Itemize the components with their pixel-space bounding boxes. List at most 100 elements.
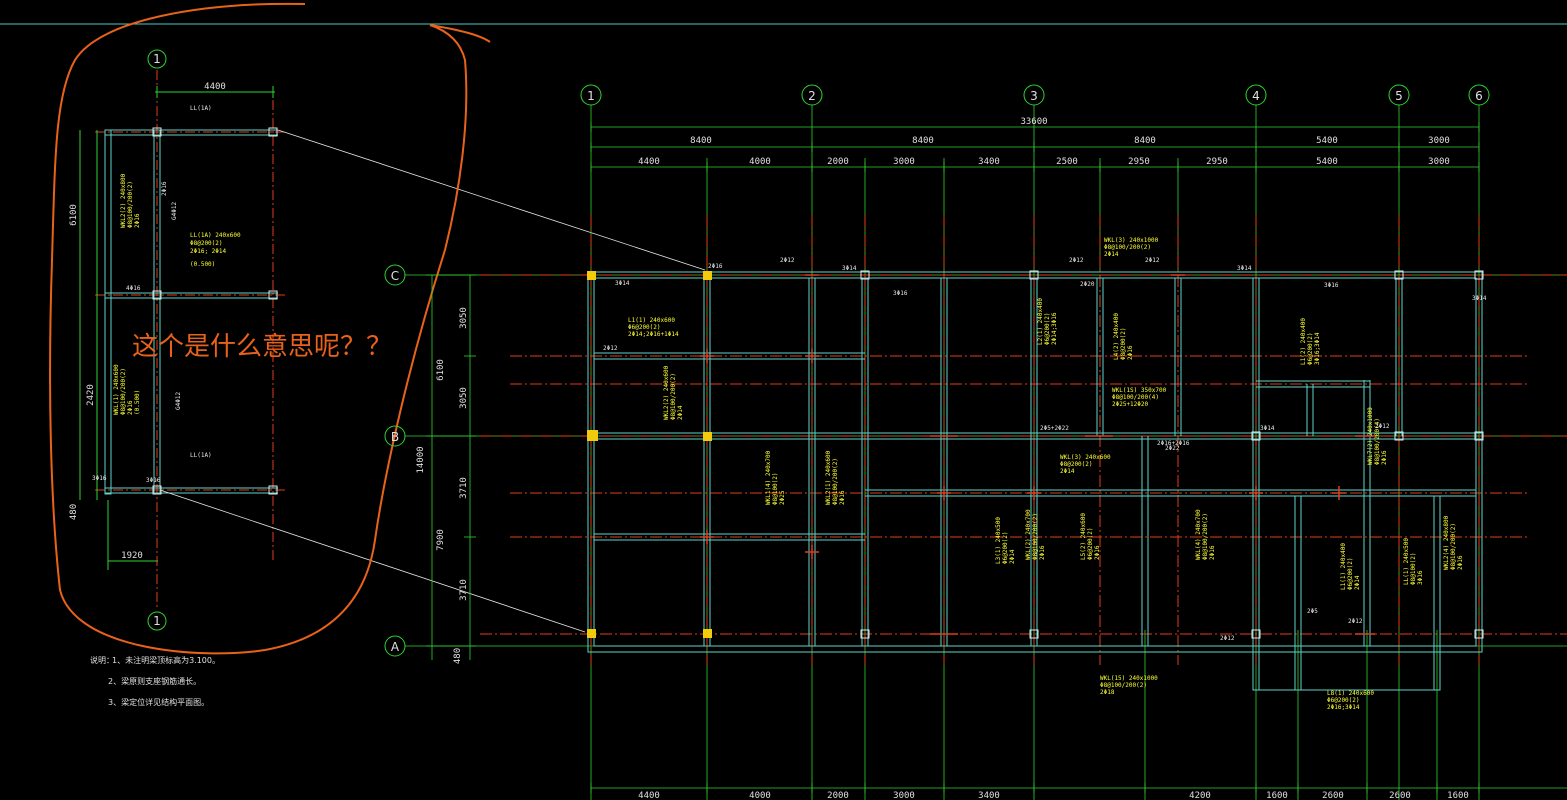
detail-label-ll1a-bottom: LL(1A) — [190, 452, 212, 459]
beam-label-3-line-3: 2Φ14 — [1104, 251, 1119, 258]
beam-label-17-line-3: 2Φ18 — [1100, 689, 1115, 696]
beam-label-12-line-3: 2Φ16 — [1039, 545, 1046, 560]
beam-label-5-line-2: Φ8@200(2) — [1120, 327, 1127, 360]
detail-label-wkl1: WKL(1) 240x600 Φ8@100/200(2) 2Φ16 (0.500… — [113, 364, 141, 415]
dim-minor-10: 3000 — [1428, 157, 1450, 167]
dim-minor-4: 3000 — [893, 157, 915, 167]
beam-label-14-line-1: WKL(4) 240x700 — [1195, 509, 1202, 560]
plan-col-axis-4: 4 — [1245, 84, 1267, 106]
detail-dim-left-total: 6100 — [69, 204, 79, 226]
outer-frame — [587, 271, 1483, 653]
plan-col-axis-2: 2 — [801, 84, 823, 106]
small-label-7: 3Φ14 — [1472, 295, 1487, 302]
col-axis-label-1: 1 — [587, 89, 595, 103]
detail-ll1a-line2: Φ8@200(2) — [190, 240, 223, 247]
detail-dim-bottom: 1920 — [121, 551, 143, 561]
plan-grid-horizontal — [405, 126, 1567, 789]
dim-bottom-2: 4000 — [749, 791, 771, 800]
beam-label-20-line-1: L1(1) 240x400 — [1340, 543, 1347, 590]
detail-wkl2-line2: Φ8@100/200(2) — [127, 181, 134, 228]
plan-row-axis-B: B — [384, 425, 406, 447]
rebar-mark-7 — [1249, 486, 1263, 500]
beam-label-4-line-1: L2(1) 240x400 — [1037, 298, 1044, 345]
detail-wkl1-line3: 2Φ16 — [127, 400, 134, 415]
col-axis-bubble-2 — [801, 84, 823, 106]
beam-label-7-line-1: WKL(1S) 350x700 — [1112, 387, 1167, 394]
beam-label-17-line-2: Φ8@100/200(2) — [1100, 682, 1147, 689]
beam-label-9-line-1: WKL1(4) 240x700 — [765, 450, 772, 505]
col-axis-label-2: 2 — [808, 89, 816, 103]
detail-col-2 — [268, 290, 278, 300]
dim-left-outer-2: 14000 — [416, 446, 426, 473]
plan-col-axis-1: 1 — [580, 84, 602, 106]
detail-col-4 — [152, 127, 162, 137]
row-axis-bubble-B — [384, 425, 406, 447]
beam-label-7-line-2: Φ8@100/200(4) — [1112, 394, 1159, 401]
row-axis-bubble-C — [384, 264, 406, 286]
detail-dim-left-small: 480 — [69, 504, 79, 520]
dim-bottom-4: 3000 — [893, 791, 915, 800]
detail-ll1a-line4: (0.500) — [190, 261, 215, 268]
detail-label-wkl2: WKL2(2) 240x800 Φ8@100/200(2) 2Φ16 — [120, 173, 141, 228]
plan-row-axis-C: C — [384, 264, 406, 286]
small-label-15: 2Φ12 — [1375, 423, 1390, 430]
rebar-mark-8 — [1332, 486, 1346, 500]
detail-axis-label-top: 1 — [153, 52, 161, 66]
detail-small-4: 2Φ16 — [161, 181, 168, 196]
beam-label-11-line-2: Φ6@200(2) — [1002, 531, 1009, 564]
beam-label-9-line-3: 2Φ25 — [779, 490, 786, 505]
column-1A — [587, 629, 596, 638]
col-axis-label-3: 3 — [1030, 89, 1038, 103]
plan-rebar-marks — [700, 274, 1375, 635]
small-label-20: 2Φ12 — [1220, 635, 1235, 642]
column-2aB — [703, 432, 712, 441]
dim-bottom-6: 4200 — [1189, 791, 1211, 800]
plan-beams — [587, 271, 1483, 691]
beam-label-4-line-2: Φ6@200(2) — [1044, 312, 1051, 345]
column-5B — [1394, 431, 1404, 441]
beam-label-6-line-3: 3Φ16;3Φ14 — [1314, 332, 1321, 365]
column-1C — [587, 271, 596, 280]
detail-wkl1-line2: Φ8@100/200(2) — [120, 368, 127, 415]
detail-section: 1 1 4400 6100 2420 480 1920 LL(1A) LL(1A… — [69, 49, 706, 633]
detail-small-3: 3Φ16 — [146, 477, 161, 484]
row-axis-label-B: B — [391, 430, 399, 444]
column-3C — [1029, 270, 1039, 280]
beam-label-19-line-1: WKL7(2) 240x1000 — [1367, 407, 1374, 465]
beam-label-20-line-3: 2Φ14 — [1354, 575, 1361, 590]
beam-label-2-line-2: Φ8@100/200(2) — [670, 373, 677, 420]
small-label-5: 3Φ14 — [1237, 265, 1252, 272]
column-6B — [1474, 431, 1484, 441]
small-label-14: 3Φ14 — [1260, 425, 1275, 432]
small-label-18: 2Φ12 — [1348, 618, 1363, 625]
notes: 说明： 1、未注明梁顶标高为3.100。 2、梁原则支座钢筋通长。 3、梁定位详… — [90, 655, 220, 707]
beam-label-6-line-2: Φ6@200(2) — [1307, 332, 1314, 365]
bottom-annex — [1252, 645, 1441, 691]
plan-beam-labels: L1(1) 240x600Φ6@200(2)2Φ14;2Φ16+1Φ14WKL2… — [628, 237, 1464, 711]
beam-label-18-line-1: L8(1) 240x600 — [1327, 690, 1374, 697]
dim-left-inner-1: 3050 — [459, 307, 469, 329]
beam-label-16-line-2: Φ8@100/200(2) — [1450, 523, 1457, 570]
small-label-3: 3Φ14 — [615, 280, 630, 287]
dim-left-outer-3: 7900 — [436, 529, 446, 551]
notes-item-2: 2、梁原则支座钢筋通长。 — [108, 676, 201, 686]
small-label-12: 2Φ5+2Φ22 — [1040, 425, 1069, 432]
beam-label-1-line-2: Φ6@200(2) — [628, 324, 661, 331]
detail-wkl2-line1: WKL2(2) 240x800 — [120, 173, 127, 228]
beam-label-10-line-2: Φ8@100/200(2) — [832, 458, 839, 505]
dim-major-1: 8400 — [690, 136, 712, 146]
dim-minor-3: 2000 — [827, 157, 849, 167]
dim-major-5: 3000 — [1428, 136, 1450, 146]
beam-label-14-line-2: Φ8@100/200(2) — [1202, 513, 1209, 560]
small-label-9: 3Φ16 — [1324, 282, 1339, 289]
beam-label-11-line-1: L3(1) 240x500 — [995, 517, 1002, 564]
beam-label-19-line-3: 2Φ16 — [1381, 450, 1388, 465]
